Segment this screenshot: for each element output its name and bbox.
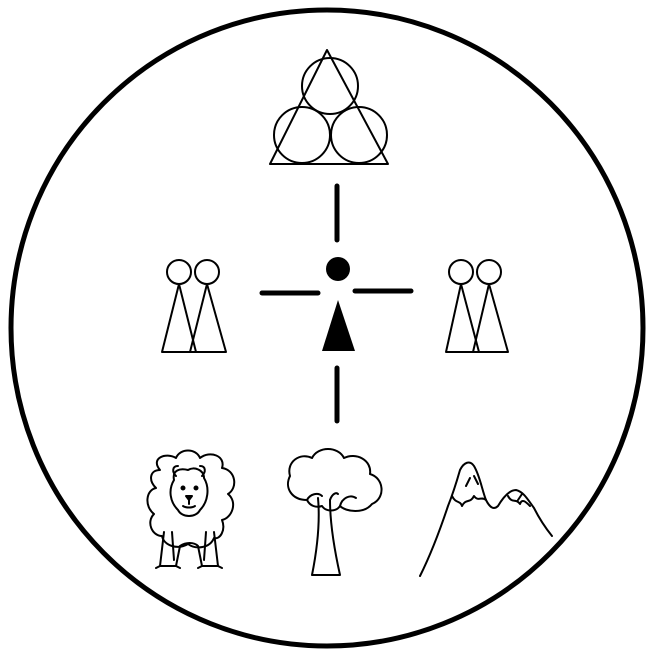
lion-icon bbox=[147, 451, 234, 569]
outer-circle bbox=[11, 10, 643, 646]
tree-icon bbox=[288, 449, 382, 575]
trinity-circles-triangle-icon bbox=[270, 50, 388, 164]
central-figure-icon bbox=[322, 257, 355, 351]
mountain-icon bbox=[420, 463, 552, 576]
right-pair-figures-icon bbox=[446, 260, 508, 352]
left-pair-figures-icon bbox=[162, 260, 226, 352]
